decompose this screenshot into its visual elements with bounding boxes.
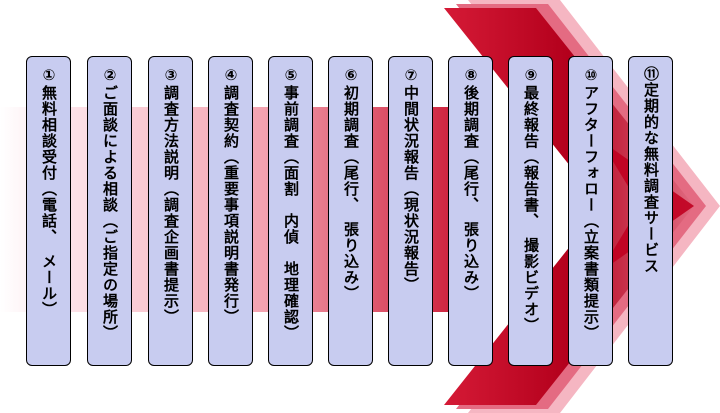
step-label: ⑪定期的な無料調査サービス (642, 66, 660, 274)
step-11-box: ⑪定期的な無料調査サービス (628, 56, 673, 366)
step-6-box: ⑥初期調査（尾行、 張り込み） (328, 56, 373, 366)
step-4-box: ④調査契約（重要事項説明書発行） (208, 56, 253, 366)
step-9-box: ⑨最終報告（報告書、 撮影ビデオ） (508, 56, 553, 366)
step-2-box: ②ご面談による相談（ご指定の場所） (87, 56, 132, 366)
step-label: ⑦中間状況報告（現状況報告） (402, 66, 420, 293)
step-3-box: ③調査方法説明（調査企画書提示） (148, 56, 193, 366)
step-7-box: ⑦中間状況報告（現状況報告） (388, 56, 433, 366)
step-label: ④調査契約（重要事項説明書発行） (222, 66, 240, 325)
step-label: ⑨最終報告（報告書、 撮影ビデオ） (522, 66, 540, 334)
step-10-box: ⑩アフターフォロー（立案書類提示） (568, 56, 613, 366)
step-5-box: ⑤事前調査（面割 内偵 地理確認） (268, 56, 313, 366)
step-label: ③調査方法説明（調査企画書提示） (162, 66, 180, 325)
step-label: ①無料相談受付（電話、 メール） (40, 66, 58, 318)
step-label: ⑩アフターフォロー（立案書類提示） (582, 66, 600, 341)
step-8-box: ⑧後期調査（尾行、 張り込み） (448, 56, 493, 366)
step-label: ⑧後期調査（尾行、 張り込み） (462, 66, 480, 302)
step-label: ⑤事前調査（面割 内偵 地理確認） (282, 66, 300, 341)
step-label: ⑥初期調査（尾行、 張り込み） (342, 66, 360, 302)
step-1-box: ①無料相談受付（電話、 メール） (26, 56, 71, 366)
step-label: ②ご面談による相談（ご指定の場所） (101, 66, 119, 341)
